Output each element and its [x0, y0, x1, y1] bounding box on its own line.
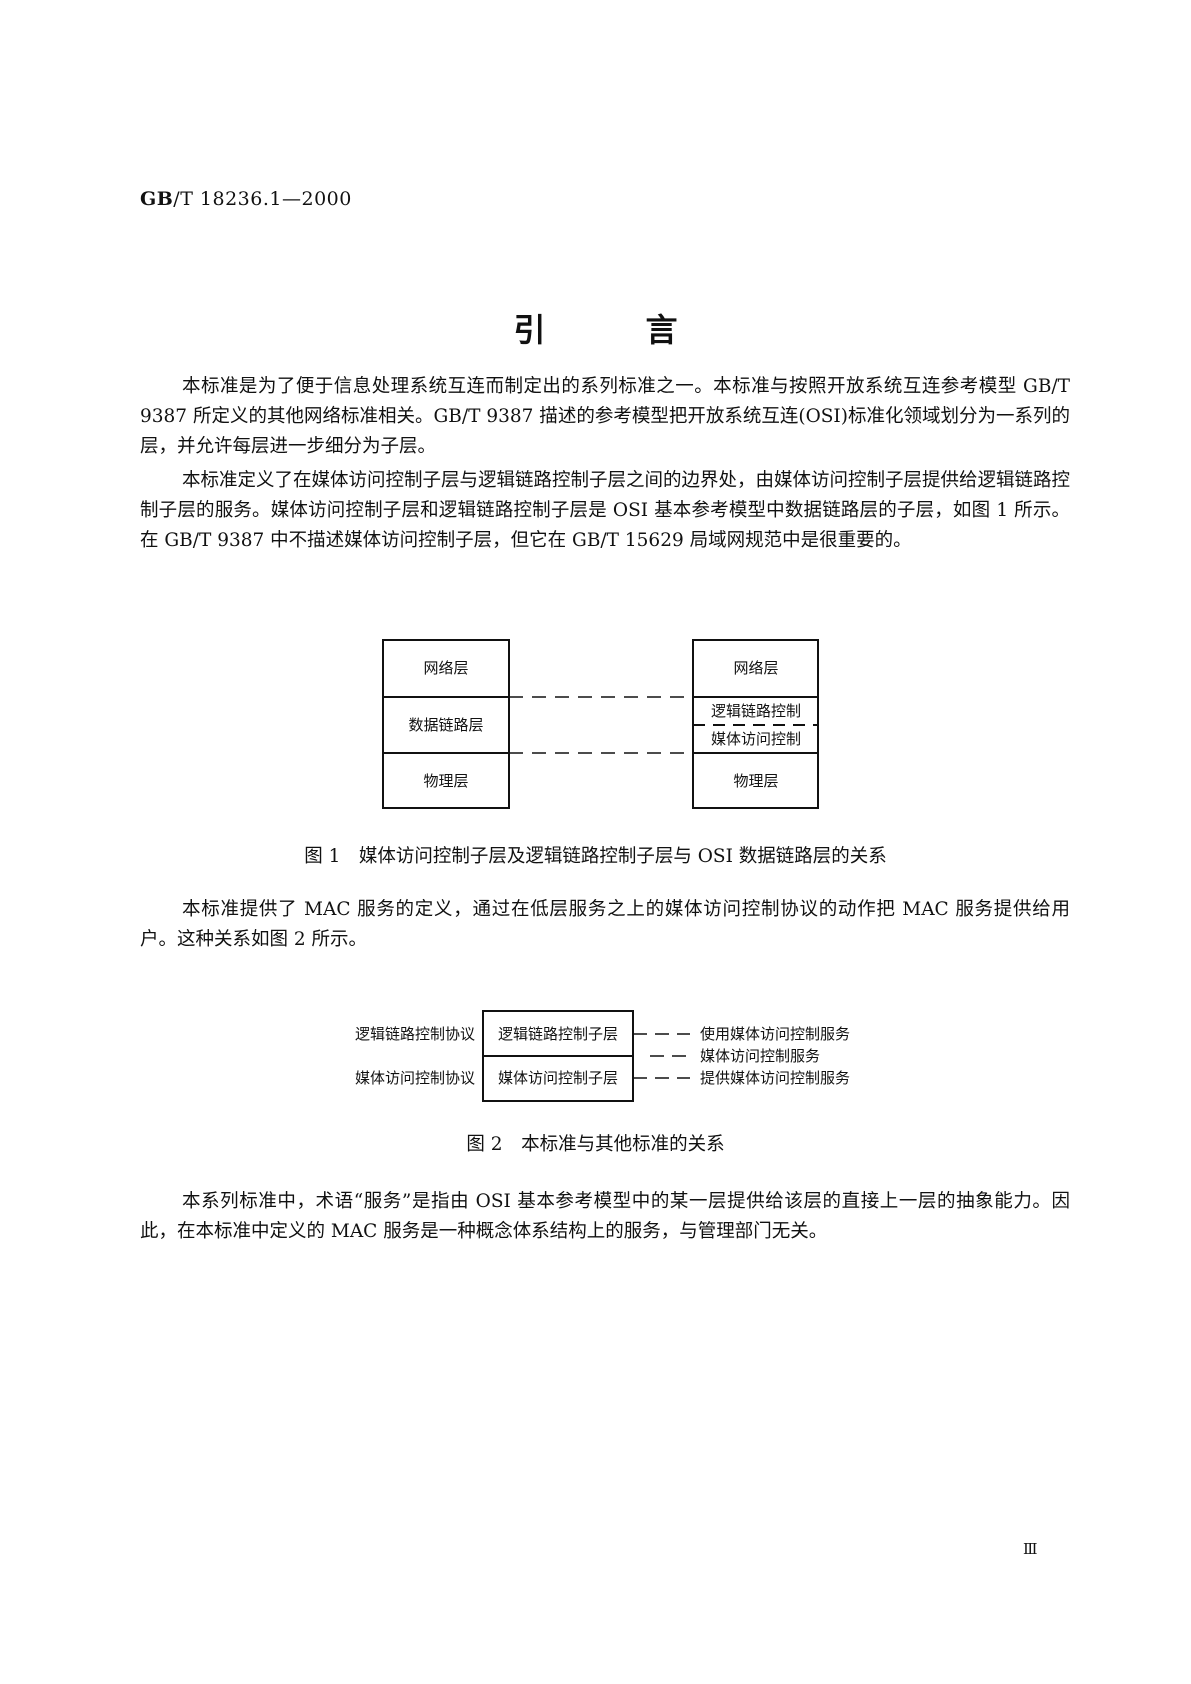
figure-2-labels: 逻辑链路控制协议 媒体访问控制协议 逻辑链路控制子层 媒体访问控制子层 使用媒体… [355, 1025, 850, 1087]
page-number: Ⅲ [1023, 1540, 1038, 1558]
figure-2-caption: 图 2 本标准与其他标准的关系 [466, 1134, 725, 1155]
fig2-box-mac-sublayer: 媒体访问控制子层 [498, 1069, 618, 1087]
fig2-right-mac-service: 媒体访问控制服务 [700, 1047, 820, 1065]
fig1-right-mac: 媒体访问控制 [711, 730, 801, 748]
fig1-right-llc: 逻辑链路控制 [711, 702, 801, 720]
fig2-right-use-mac-service: 使用媒体访问控制服务 [700, 1025, 850, 1043]
fig1-left-network-layer: 网络层 [423, 659, 468, 677]
fig1-left-physical-layer: 物理层 [423, 772, 468, 790]
fig1-left-datalink-layer: 数据链路层 [408, 716, 483, 734]
title-char-1: 引 [513, 311, 546, 349]
paragraph-4: 本系列标准中，术语“服务”是指由 OSI 基本参考模型中的某一层提供给该层的直接… [140, 1191, 1070, 1242]
figure-1-caption: 图 1 媒体访问控制子层及逻辑链路控制子层与 OSI 数据链路层的关系 [304, 846, 887, 867]
figure-1-labels: 网络层 数据链路层 物理层 网络层 逻辑链路控制 媒体访问控制 物理层 [408, 659, 801, 790]
fig2-box-llc-sublayer: 逻辑链路控制子层 [498, 1025, 618, 1043]
fig2-left-llc-protocol: 逻辑链路控制协议 [355, 1025, 475, 1043]
page-title: 引言 [0, 305, 1191, 351]
figure-2 [482, 1010, 690, 1102]
paragraph-3: 本标准提供了 MAC 服务的定义，通过在低层服务之上的媒体访问控制协议的动作把 … [140, 899, 1070, 950]
fig2-left-mac-protocol: 媒体访问控制协议 [355, 1069, 475, 1087]
fig1-left-stack [382, 639, 510, 809]
standard-code-prefix: GB [140, 188, 174, 210]
figure-1 [382, 639, 819, 809]
fig1-right-network-layer: 网络层 [733, 659, 778, 677]
fig2-right-provide-mac-service: 提供媒体访问控制服务 [700, 1069, 850, 1087]
standard-code-number: /T 18236.1—2000 [173, 188, 352, 210]
title-char-2: 言 [645, 311, 678, 349]
standard-code: GB/T 18236.1—2000 [140, 188, 352, 210]
fig1-right-physical-layer: 物理层 [733, 772, 778, 790]
paragraph-2: 本标准定义了在媒体访问控制子层与逻辑链路控制子层之间的边界处，由媒体访问控制子层… [140, 470, 1071, 551]
paragraph-1: 本标准是为了便于信息处理系统互连而制定出的系列标准之一。本标准与按照开放系统互连… [140, 376, 1070, 457]
